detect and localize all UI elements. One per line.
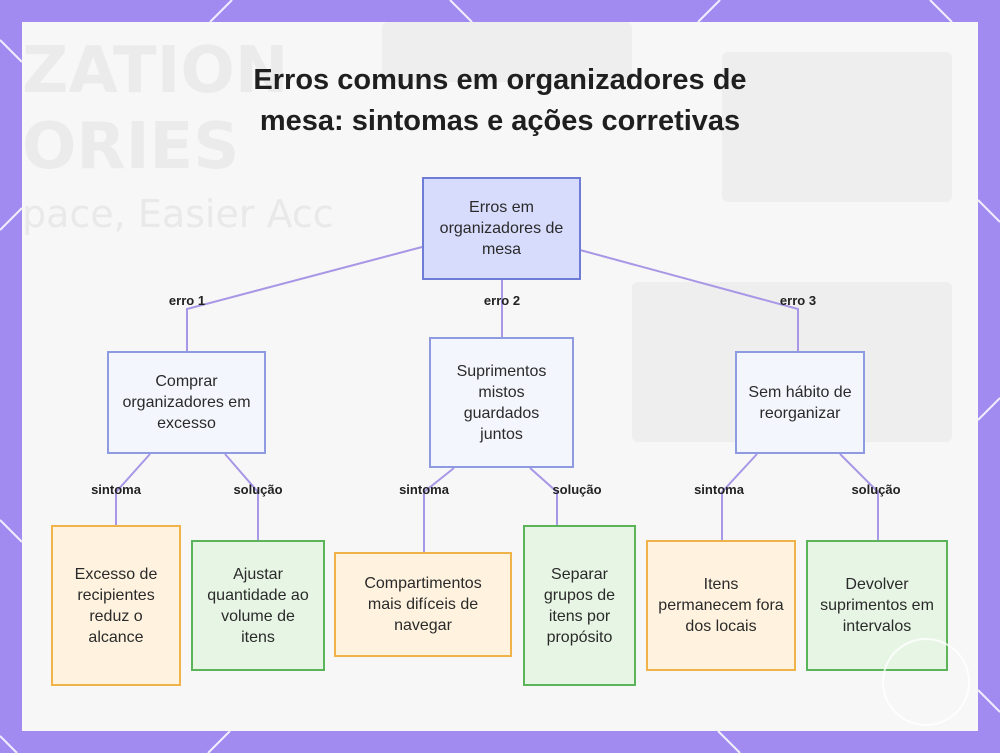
edge-label-symptom-2: sintoma	[399, 482, 449, 497]
symptom-node-1: Excesso de recipientes reduz o alcance	[51, 525, 181, 686]
connector-erro-2-symptom	[424, 468, 454, 552]
edge-label-erro-2: erro 2	[484, 293, 520, 308]
edge-label-solution-1: solução	[233, 482, 282, 497]
edge-label-solution-3: solução	[851, 482, 900, 497]
edge-label-symptom-1: sintoma	[91, 482, 141, 497]
edge-label-symptom-3: sintoma	[694, 482, 744, 497]
edge-label-solution-2: solução	[552, 482, 601, 497]
solution-node-1: Ajustar quantidade ao volume de itens	[191, 540, 325, 671]
connector-erro-3-symptom	[722, 454, 757, 540]
error-node-3: Sem hábito de reorganizar	[735, 351, 865, 454]
symptom-node-2: Compartimentos mais difíceis de navegar	[334, 552, 512, 657]
error-node-2: Suprimentos mistos guardados juntos	[429, 337, 574, 468]
symptom-node-3: Itens permanecem fora dos locais	[646, 540, 796, 671]
connector-erro-3-solution	[840, 454, 878, 540]
root-node: Erros em organizadores de mesa	[422, 177, 581, 280]
connector-root-erro-3	[580, 250, 798, 352]
edge-label-erro-1: erro 1	[169, 293, 205, 308]
error-node-1: Comprar organizadores em excesso	[107, 351, 266, 454]
watermark-seal	[882, 638, 970, 726]
connector-erro-1-solution	[225, 454, 258, 540]
diagram-card: ZATION ORIES pace, Easier Acc Erros comu…	[22, 22, 978, 731]
edge-label-erro-3: erro 3	[780, 293, 816, 308]
connector-root-erro-1	[187, 247, 422, 352]
solution-node-2: Separar grupos de itens por propósito	[523, 525, 636, 686]
